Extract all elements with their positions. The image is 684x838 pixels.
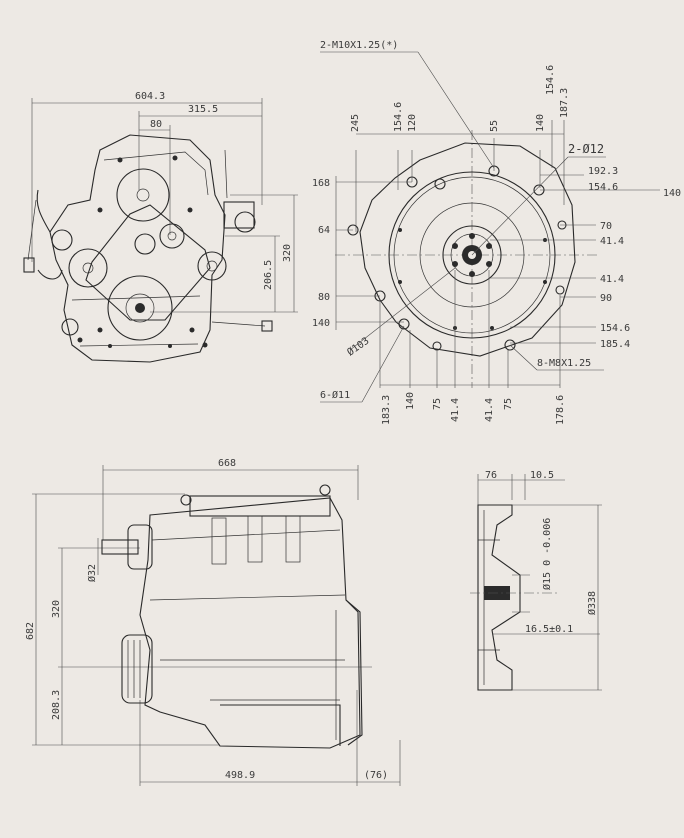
front-bolt-holes	[77, 155, 208, 348]
dim-right-41-top: 41.4	[600, 236, 624, 247]
dim-side-length-668: 668	[218, 458, 236, 469]
dim-right-185: 185.4	[600, 339, 630, 350]
dim-front-width: 604.3	[135, 91, 165, 102]
dim-flange-338: Ø338	[586, 591, 598, 615]
dim-bottom-75-right: 75	[503, 398, 514, 410]
flywheel-view: 245 154.6 120 55 140 154.6 187.3 2-M10X1…	[312, 40, 681, 425]
dim-right-154-top: 154.6	[588, 182, 618, 193]
dim-bottom-140: 140	[405, 392, 416, 410]
dim-flange-fit: 16.5±0.1	[525, 624, 573, 635]
flange-view: 76 10.5 Ø15 0 -0.006 Ø338 16.5±0.1	[470, 470, 602, 691]
dim-left-168: 168	[312, 178, 330, 189]
dim-side-length-498: 498.9	[225, 770, 255, 781]
dim-top-120: 120	[407, 114, 418, 132]
dim-front-height-320: 320	[282, 244, 293, 262]
dim-right-cut-140: 140	[663, 188, 681, 199]
dim-bottom-41-right: 41.4	[484, 398, 495, 422]
callout-holes-11: 6-Ø11	[320, 389, 350, 401]
dim-top-154-left: 154.6	[393, 102, 404, 132]
dim-left-140: 140	[312, 318, 330, 329]
dim-bottom-75-left: 75	[432, 398, 443, 410]
dim-right-154-bottom: 154.6	[600, 323, 630, 334]
dim-pulley-offset: 80	[150, 119, 162, 130]
dim-right-192: 192.3	[588, 166, 618, 177]
dim-side-height-208: 208.3	[51, 690, 62, 720]
callout-pcd-103: Ø103	[345, 335, 372, 359]
dim-side-length-76: (76)	[364, 770, 388, 781]
callout-m8-bolts: 8-M8X1.25	[537, 358, 591, 369]
dim-left-64: 64	[318, 225, 330, 236]
dim-flange-10: 10.5	[530, 470, 554, 481]
dim-bottom-41-left: 41.4	[450, 398, 461, 422]
dim-front-half-width: 315.5	[188, 104, 218, 115]
dim-top-245: 245	[350, 114, 361, 132]
dim-front-height-206: 206.5	[263, 260, 274, 290]
dim-shaft-32: Ø32	[86, 564, 98, 582]
dim-top-154-right: 154.6	[545, 65, 556, 95]
dim-top-55: 55	[489, 120, 500, 132]
dim-side-height-682: 682	[25, 622, 36, 640]
dim-right-90: 90	[600, 293, 612, 304]
hub-bolt-holes	[452, 233, 492, 277]
front-view: 604.3 315.5 80 320 206.5	[23, 91, 298, 363]
callout-hole-12: 2-Ø12	[568, 142, 604, 156]
dim-flange-tolerance: Ø15 0 -0.006	[541, 518, 553, 590]
dim-side-height-320: 320	[51, 600, 62, 618]
dim-flange-76: 76	[485, 470, 497, 481]
dim-right-70: 70	[600, 221, 612, 232]
dim-top-187: 187.3	[559, 88, 570, 118]
dim-left-80: 80	[318, 292, 330, 303]
callout-m10-bolt: 2-M10X1.25(*)	[320, 40, 398, 51]
housing-bolt-holes	[347, 165, 567, 351]
dim-top-140: 140	[535, 114, 546, 132]
dim-bottom-178: 178.6	[555, 395, 566, 425]
dim-right-41-bottom: 41.4	[600, 274, 624, 285]
side-view: 668 682 Ø32 320 208.3 498.9 (76)	[25, 458, 401, 786]
dim-bottom-183: 183.3	[381, 395, 392, 425]
